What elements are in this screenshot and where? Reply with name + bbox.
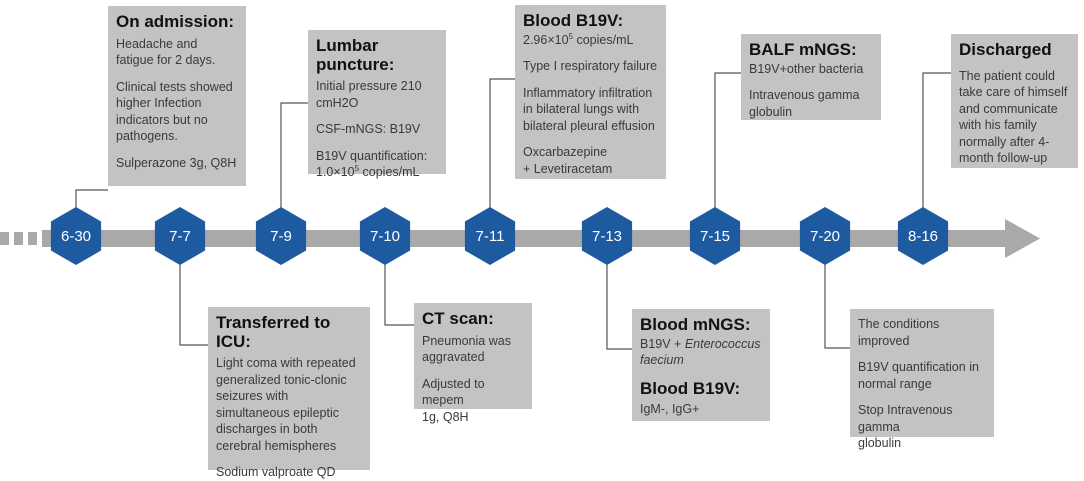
- ct-text-1: Pneumonia was aggravated: [422, 333, 511, 365]
- arrow-dash: [0, 232, 9, 245]
- blood-711-text-1: 2.96×105 copies/mL: [523, 32, 658, 49]
- admission-text-1: Headache and fatigue for 2 days.: [116, 36, 216, 68]
- milestone-hexagon-7-15: [689, 207, 741, 265]
- arrow-dash: [14, 232, 23, 245]
- icu-text-2: Sodium valproate QD: [216, 465, 336, 480]
- lumbar-quant-label: B19V quantification:: [316, 148, 428, 163]
- connector-7-20: [824, 262, 850, 349]
- ct-text-2: Adjusted to mepem 1g, Q8H: [422, 376, 485, 424]
- lumbar-text-2: CSF-mNGS: B19V: [316, 122, 421, 137]
- icu-title: Transferred to ICU:: [216, 313, 331, 351]
- milestone-date-label: 6-30: [61, 228, 91, 245]
- blood-713-virus: B19V +: [640, 336, 685, 351]
- milestone-date-label: 7-7: [169, 228, 191, 245]
- arrow-dash: [28, 232, 37, 245]
- blood-713-box: Blood mNGS: B19V + Enterococcus faecium …: [632, 309, 770, 421]
- lumbar-quant-base: 1.0×10: [316, 165, 355, 180]
- timeline-arrow-head: [1005, 219, 1040, 258]
- improved-text-3: Stop Intravenous gamma globulin: [858, 403, 953, 450]
- blood-713-title-2: Blood B19V:: [640, 378, 741, 398]
- admission-box: On admission: Headache and fatigue for 2…: [108, 6, 246, 186]
- milestone-hexagon-7-13: [581, 207, 633, 265]
- milestone-hexagon-7-10: [359, 207, 411, 265]
- milestone-date-label: 7-9: [270, 228, 292, 245]
- connector-7-13: [606, 262, 632, 350]
- milestone-hexagon-7-9: [255, 207, 307, 265]
- lumbar-title: Lumbar puncture:: [316, 36, 395, 74]
- blood-711-quant-base: 2.96×10: [523, 32, 569, 47]
- milestone-date-label: 7-20: [810, 228, 840, 245]
- connector-6-30: [75, 189, 108, 210]
- blood-711-box: Blood B19V: 2.96×105 copies/mL Type I re…: [515, 5, 666, 179]
- milestone-date-label: 7-11: [476, 228, 505, 245]
- milestone-date-label: 7-13: [592, 228, 622, 245]
- improved-text-2: B19V quantification in normal range: [858, 360, 979, 391]
- blood-711-quant-exp: 5: [568, 31, 573, 41]
- discharged-text-1: The patient could take care of himself a…: [959, 68, 1068, 166]
- lumbar-box: Lumbar puncture: Initial pressure 210 cm…: [308, 30, 446, 179]
- improved-box: The conditions improved B19V quantificat…: [850, 309, 994, 450]
- milestone-hexagon-7-11: [464, 207, 516, 265]
- connector-7-10: [384, 262, 414, 326]
- admission-title: On admission:: [116, 12, 235, 31]
- ct-title: CT scan:: [422, 309, 494, 328]
- balf-text-2: Intravenous gamma globulin: [749, 88, 860, 119]
- lumbar-quant-unit: copies/mL: [359, 165, 420, 180]
- milestone-hexagon-8-16: [897, 207, 949, 265]
- blood-713-text-2: IgM-, IgG+: [640, 401, 700, 416]
- milestone-hexagon-7-20: [799, 207, 851, 265]
- lumbar-quant-exp: 5: [354, 164, 360, 174]
- blood-711-quant-unit: copies/mL: [573, 32, 634, 47]
- connector-7-7: [179, 262, 208, 346]
- connector-7-9: [280, 102, 308, 210]
- icu-box: Transferred to ICU: Light coma with repe…: [208, 307, 370, 479]
- milestone-date-label: 7-15: [700, 228, 730, 245]
- icu-text-1: Light coma with repeated generalized ton…: [216, 356, 356, 453]
- milestone-date-label: 7-10: [370, 228, 400, 245]
- blood-711-text-4: Oxcarbazepine + Levetiracetam: [523, 145, 613, 176]
- connector-7-15: [714, 72, 741, 210]
- balf-text-1: B19V+other bacteria: [749, 61, 864, 76]
- blood-713-text-1: B19V + Enterococcus faecium: [640, 336, 762, 369]
- milestone-date-label: 8-16: [908, 228, 938, 245]
- improved-text-1: The conditions improved: [858, 317, 940, 348]
- ct-box: CT scan: Pneumonia was aggravated Adjust…: [414, 303, 532, 424]
- admission-text-3: Sulperazone 3g, Q8H: [116, 155, 237, 170]
- connector-7-11: [489, 78, 515, 210]
- blood-713-title: Blood mNGS:: [640, 315, 751, 334]
- milestone-hexagon-6-30: [50, 207, 102, 265]
- blood-711-title: Blood B19V:: [523, 11, 624, 30]
- blood-711-text-3: Inflammatory infiltration in bilateral l…: [523, 85, 655, 133]
- blood-713-bacterium: Enterococcus faecium: [640, 336, 761, 368]
- connector-8-16: [922, 72, 951, 210]
- milestone-hexagon-7-7: [154, 207, 206, 265]
- balf-box: BALF mNGS: B19V+other bacteria Intraveno…: [741, 34, 881, 120]
- blood-711-text-2: Type I respiratory failure: [523, 59, 658, 74]
- discharged-box: Discharged The patient could take care o…: [951, 34, 1078, 168]
- balf-title: BALF mNGS:: [749, 40, 857, 59]
- lumbar-text-1: Initial pressure 210 cmH2O: [316, 79, 422, 110]
- discharged-title: Discharged: [959, 40, 1052, 59]
- admission-text-2: Clinical tests showed higher Infection i…: [116, 79, 233, 144]
- lumbar-text-3: B19V quantification: 1.0×105 copies/mL: [316, 148, 438, 181]
